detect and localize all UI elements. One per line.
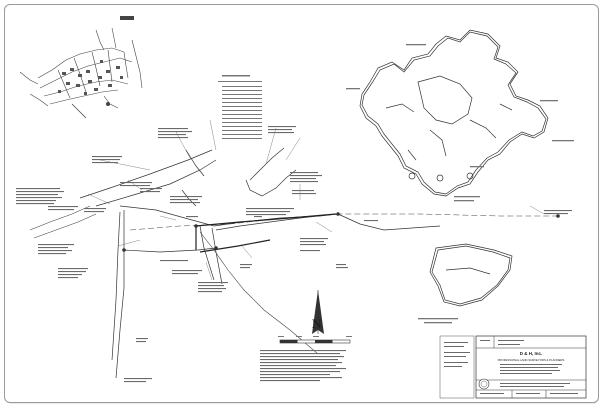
surveyor-seal xyxy=(478,378,490,390)
north-arrow: N xyxy=(312,290,324,334)
building-footprint-main xyxy=(359,29,549,197)
diagonal-road xyxy=(29,205,319,355)
vicinity-map xyxy=(19,16,143,119)
title-block-company-subline: PROFESSIONAL LAND SURVEYORS & PLANNERS xyxy=(498,358,565,362)
north-arrow-label: N xyxy=(312,316,322,331)
monument-markers xyxy=(122,212,560,252)
building-labels xyxy=(346,44,574,202)
line-table xyxy=(218,75,262,139)
title-block-company: D & H, Inc. xyxy=(520,351,543,356)
vicinity-map-blocks xyxy=(58,60,123,95)
drawing-info-strip xyxy=(439,335,475,399)
secondary-building-labels xyxy=(418,318,458,324)
callout-notes xyxy=(16,126,572,383)
parcel-line-heavy xyxy=(195,213,337,253)
title-block: D & H, Inc. PROFESSIONAL LAND SURVEYORS … xyxy=(475,335,587,399)
callout-leaders xyxy=(87,119,545,281)
building-footprint-secondary xyxy=(429,243,513,307)
scale-bar xyxy=(278,336,352,344)
